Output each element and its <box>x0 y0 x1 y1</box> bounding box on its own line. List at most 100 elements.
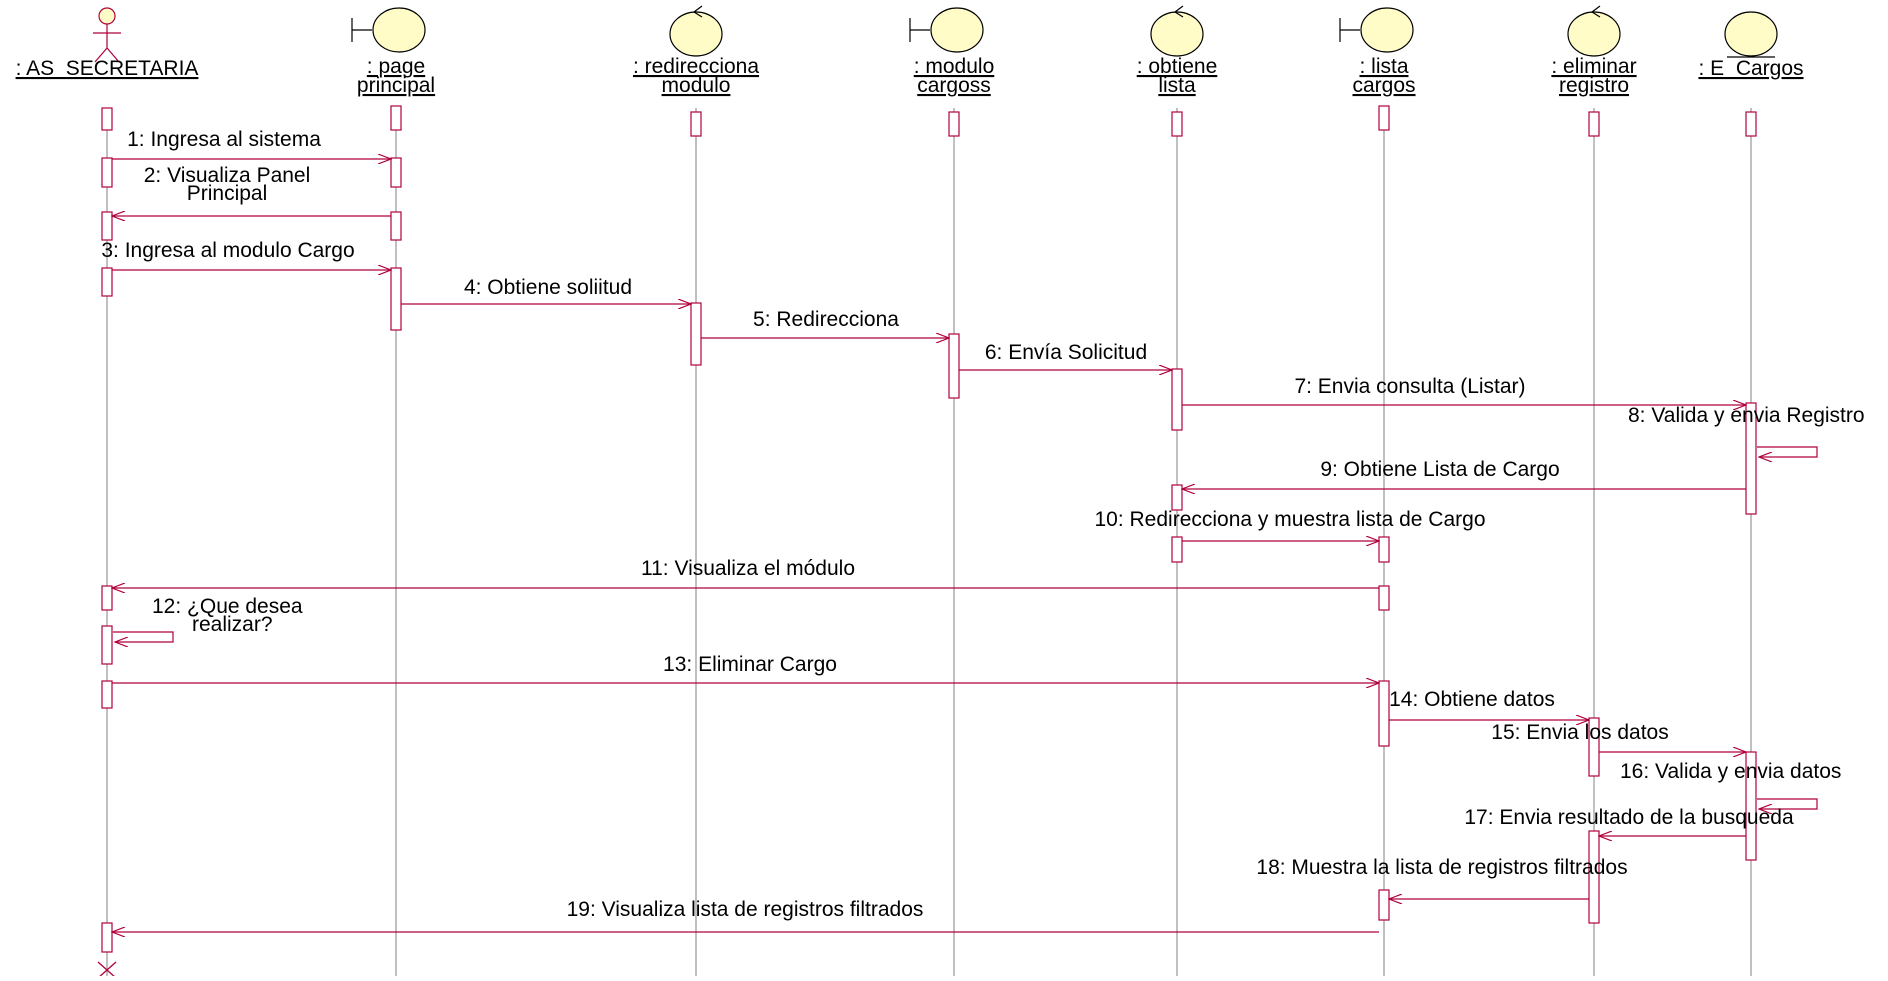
activation-bar <box>101 922 113 953</box>
participant-label: principal <box>357 74 435 97</box>
message-4: 4: Obtiene soliitud <box>401 276 691 304</box>
activation-bar <box>101 267 113 297</box>
message-label: 17: Envia resultado de la busqueda <box>1464 806 1794 829</box>
message-label: 16: Valida y envia datos <box>1620 760 1841 783</box>
message-label: 9: Obtiene Lista de Cargo <box>1320 458 1559 481</box>
activation-bar <box>1745 751 1757 861</box>
message-label: 4: Obtiene soliitud <box>464 276 632 299</box>
activation-bar <box>690 111 702 137</box>
participant-label: registro <box>1559 74 1629 97</box>
message-label: 13: Eliminar Cargo <box>663 653 837 676</box>
participant-label: cargos <box>1352 74 1415 97</box>
message-label: Principal <box>187 182 268 205</box>
control-icon <box>669 5 723 57</box>
message-label: 15: Envia los datos <box>1491 721 1668 744</box>
activation-bar <box>101 107 113 131</box>
activation-bar <box>1171 111 1183 137</box>
activation-bar <box>390 211 402 241</box>
activation-bar <box>1378 680 1390 747</box>
message-18: 18: Muestra la lista de registros filtra… <box>1256 856 1628 899</box>
activation-bar <box>690 302 702 366</box>
activation-bar <box>1378 536 1390 563</box>
control-icon <box>1150 5 1204 57</box>
activation-bar <box>101 585 113 611</box>
activation-bar <box>390 157 402 188</box>
message-13: 13: Eliminar Cargo <box>112 653 1379 683</box>
participant-label: cargoss <box>917 74 991 97</box>
activation-bar <box>1588 111 1600 137</box>
activation-bar <box>101 157 113 188</box>
message-label: 3: Ingresa al modulo Cargo <box>101 239 354 262</box>
message-15: 15: Envia los datos <box>1491 721 1746 752</box>
participant-label: : eliminar <box>1551 55 1636 78</box>
entity-icon <box>1724 11 1778 58</box>
message-label: 11: Visualiza el módulo <box>641 557 855 580</box>
activation-bar <box>1378 889 1390 921</box>
participant-label: : page <box>367 55 425 78</box>
control-icon <box>1567 5 1621 57</box>
message-label: 14: Obtiene datos <box>1389 688 1555 711</box>
activation-bar <box>1588 717 1600 777</box>
boundary-icon <box>909 7 984 53</box>
activation-bar <box>1171 484 1183 511</box>
participant-secretaria: : AS_SECRETARIA <box>16 7 199 80</box>
message-label: 18: Muestra la lista de registros filtra… <box>1256 856 1627 879</box>
participant-label: : AS_SECRETARIA <box>16 57 199 80</box>
activation-bar <box>1378 585 1390 611</box>
message-5: 5: Redirecciona <box>701 308 949 338</box>
message-6: 6: Envía Solicitud <box>959 341 1172 370</box>
activation-bar <box>948 333 960 399</box>
participant-label: lista <box>1158 74 1196 97</box>
message-label: 10: Redirecciona y muestra lista de Carg… <box>1094 508 1485 531</box>
message-label: 7: Envia consulta (Listar) <box>1294 375 1525 398</box>
message-14: 14: Obtiene datos <box>1389 688 1589 720</box>
message-label: 1: Ingresa al sistema <box>127 128 321 151</box>
message-3: 3: Ingresa al modulo Cargo <box>101 239 391 270</box>
activation-bar <box>390 267 402 331</box>
message-label: 19: Visualiza lista de registros filtrad… <box>567 898 924 921</box>
message-label: 8: Valida y envia Registro <box>1628 404 1865 427</box>
activation-bar <box>101 211 113 241</box>
activation-bar <box>101 680 113 709</box>
message-10: 10: Redirecciona y muestra lista de Carg… <box>1094 508 1486 541</box>
message-label: 6: Envía Solicitud <box>985 341 1147 364</box>
participant-label: modulo <box>662 74 731 97</box>
activation-bar <box>1745 111 1757 137</box>
participant-label: : lista <box>1359 55 1408 78</box>
message-11: 11: Visualiza el módulo <box>112 557 1379 588</box>
message-8: 8: Valida y envia Registro <box>1628 404 1865 457</box>
activation-bar <box>1171 368 1183 431</box>
message-17: 17: Envia resultado de la busqueda <box>1464 806 1794 836</box>
activation-bar <box>1588 830 1600 924</box>
participant-label: : obtiene <box>1137 55 1218 78</box>
message-label: 5: Redirecciona <box>753 308 899 331</box>
boundary-icon <box>1339 7 1414 53</box>
activation-bar <box>390 105 402 131</box>
activation-bar <box>948 111 960 137</box>
participant-label: : modulo <box>914 55 995 78</box>
participant-label: : E_Cargos <box>1698 57 1803 80</box>
message-7: 7: Envia consulta (Listar) <box>1182 375 1746 405</box>
actor-icon <box>93 7 121 63</box>
message-9: 9: Obtiene Lista de Cargo <box>1182 458 1746 489</box>
message-label: 2: Visualiza Panel <box>144 164 311 187</box>
destroy-mark <box>97 961 117 979</box>
message-label: 12: ¿Que desea <box>152 595 303 618</box>
participant-label: : redirecciona <box>633 55 759 78</box>
message-1: 1: Ingresa al sistema <box>112 128 391 159</box>
message-label: realizar? <box>192 613 273 636</box>
boundary-icon <box>351 7 426 53</box>
activation-bar <box>1745 402 1757 515</box>
message-16: 16: Valida y envia datos <box>1620 760 1841 809</box>
activation-bar <box>1171 536 1183 563</box>
activation-bar <box>101 625 113 665</box>
